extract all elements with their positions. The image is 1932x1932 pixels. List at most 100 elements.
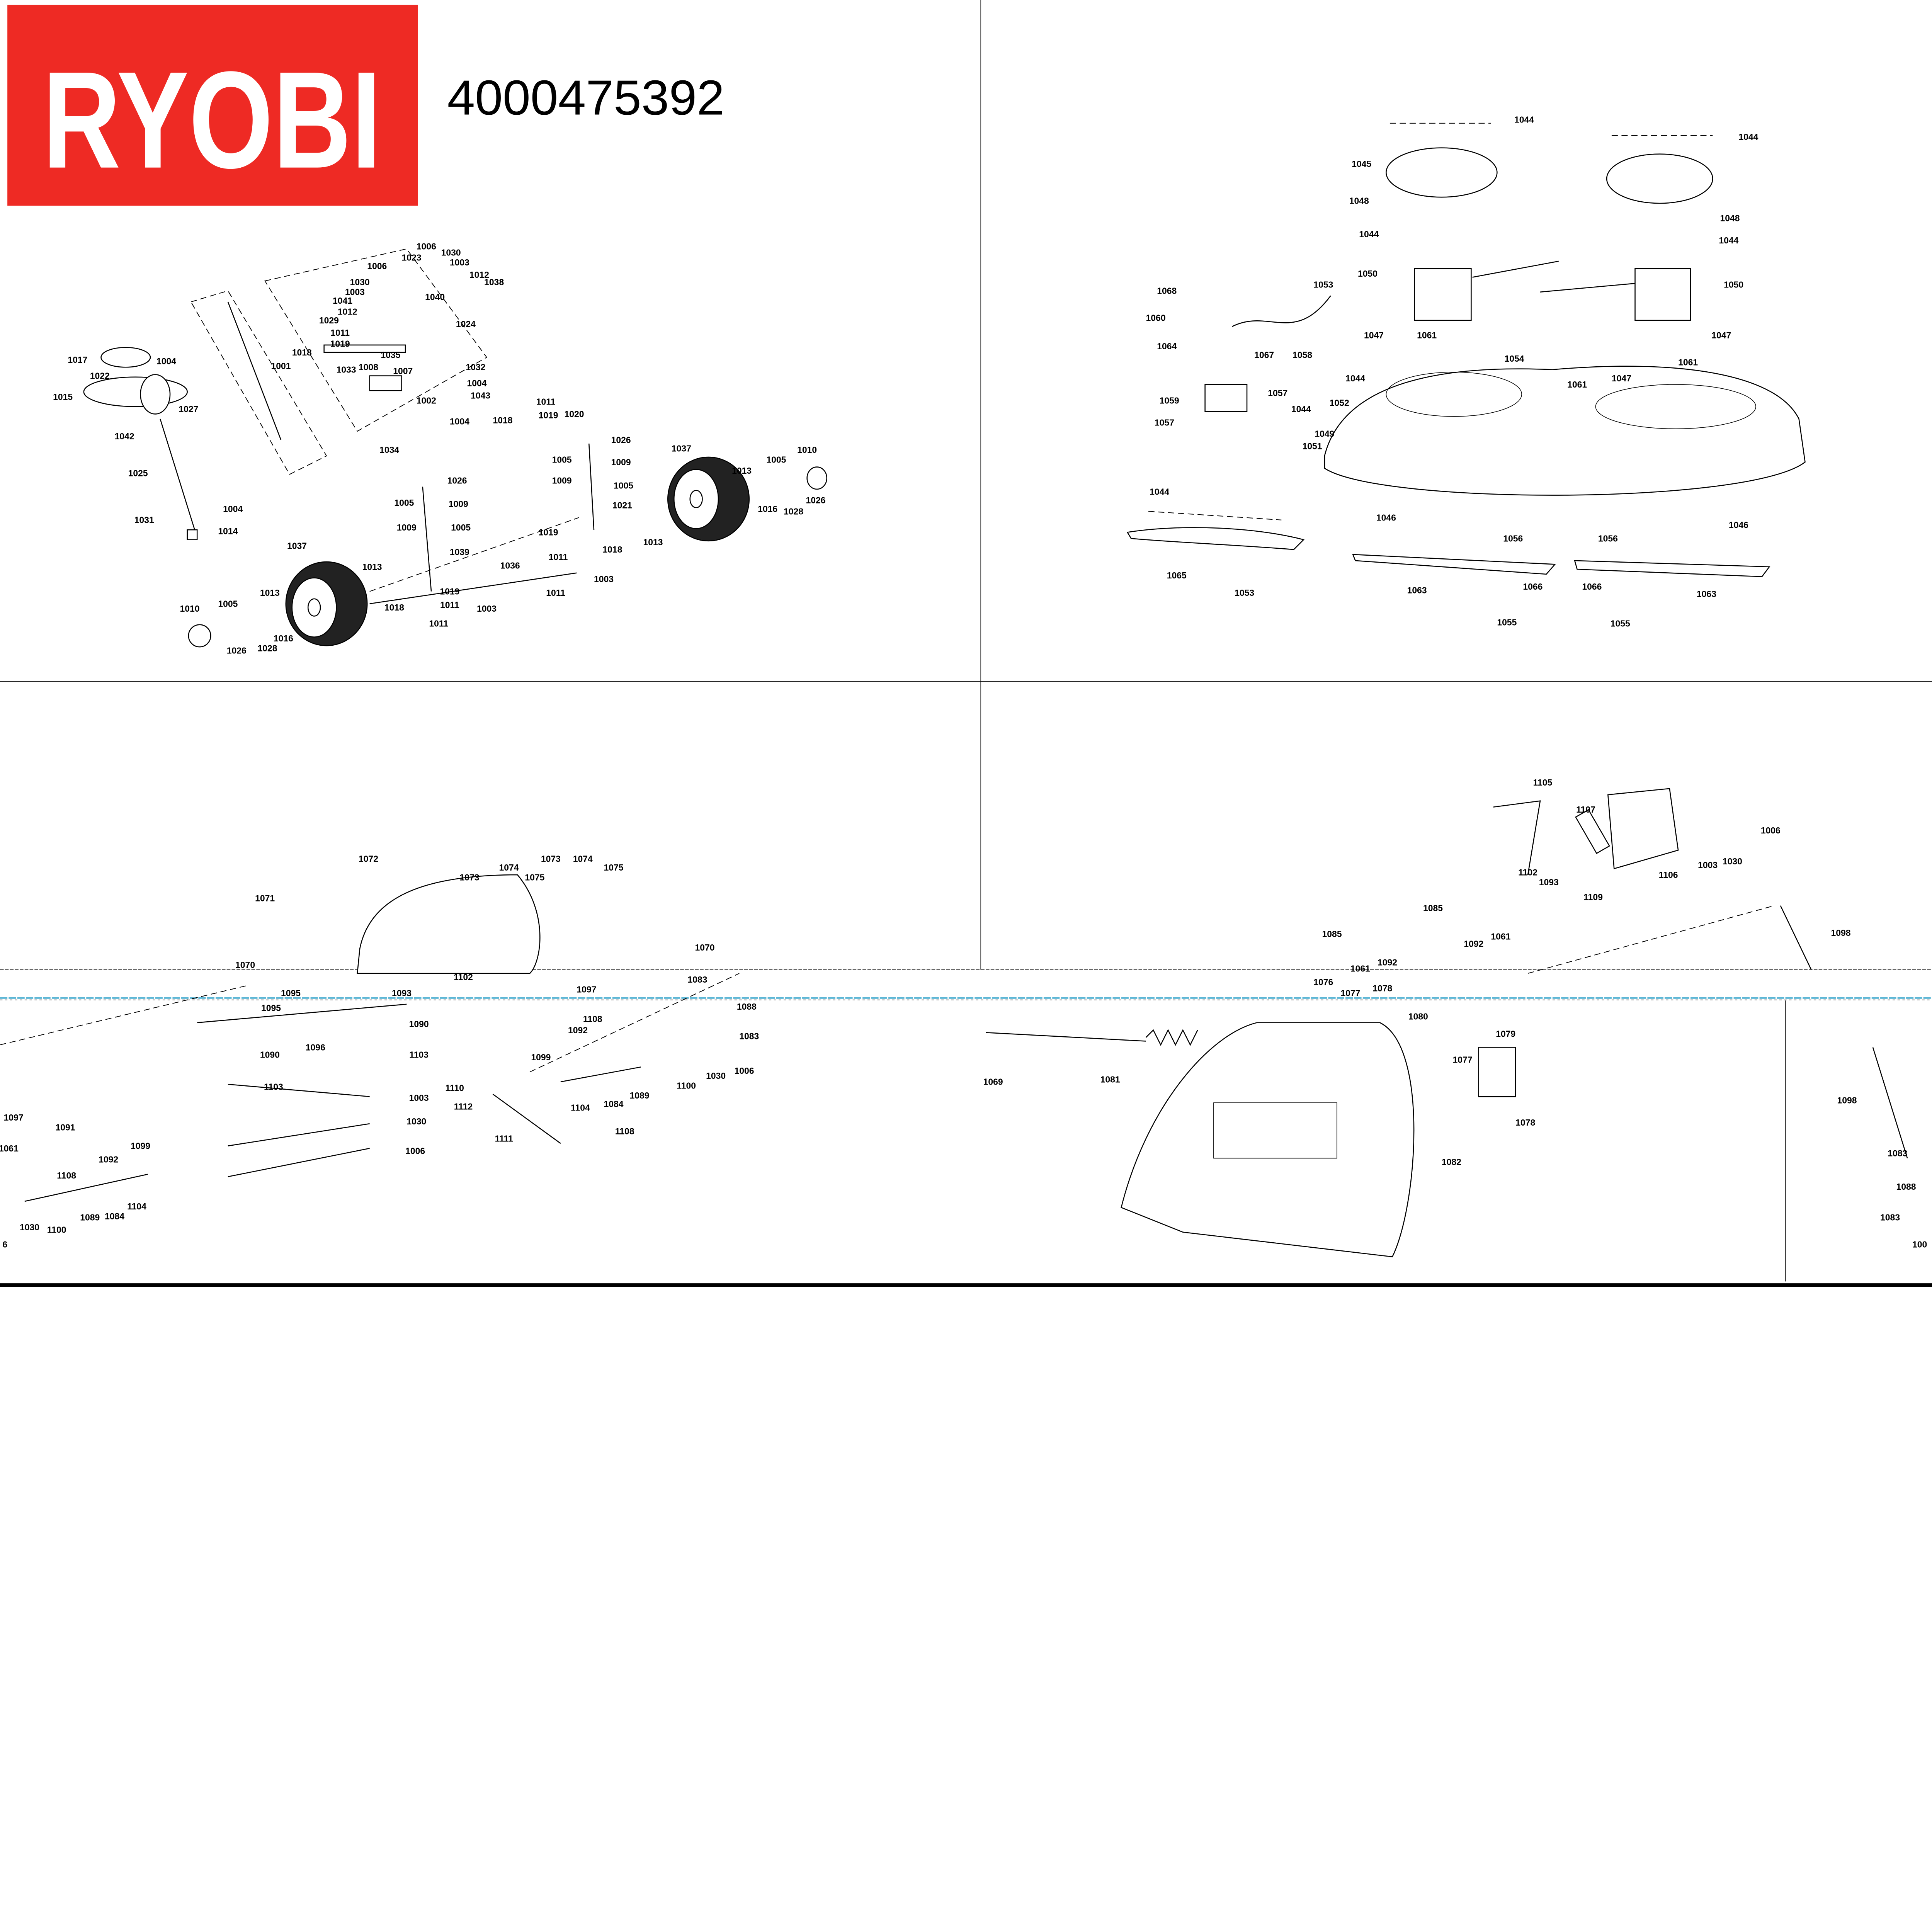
part-callout-1038: 1038: [484, 277, 504, 287]
part-callout-1106: 1106: [1659, 870, 1678, 880]
part-callout-1011: 1011: [440, 600, 459, 610]
part-callout-1018: 1018: [602, 544, 622, 554]
part-callout-1044: 1044: [1738, 132, 1758, 142]
deck-lift-drawing: [0, 874, 740, 1202]
part-callout-6: 6: [2, 1240, 7, 1250]
part-callout-1003: 1003: [477, 604, 497, 614]
part-callout-1008: 1008: [359, 362, 378, 372]
part-callout-1009: 1009: [449, 499, 468, 509]
part-callout-1053: 1053: [1235, 588, 1254, 598]
part-callout-1026: 1026: [611, 435, 631, 445]
part-callout-1110: 1110: [445, 1083, 464, 1093]
part-callout-1003: 1003: [450, 257, 469, 267]
part-callout-1090: 1090: [260, 1050, 280, 1060]
part-callout-1065: 1065: [1167, 570, 1187, 580]
part-callout-1005: 1005: [614, 480, 633, 490]
part-callout-1023: 1023: [402, 252, 422, 262]
part-callout-1048: 1048: [1720, 213, 1740, 223]
part-callout-1019: 1019: [330, 339, 350, 349]
left-rear-wheel: [285, 561, 368, 646]
part-callout-1063: 1063: [1697, 589, 1716, 599]
part-callout-1007: 1007: [393, 366, 413, 376]
part-callout-1044: 1044: [1291, 404, 1311, 414]
part-callout-1103: 1103: [264, 1082, 283, 1092]
part-callout-1093: 1093: [1539, 877, 1559, 887]
part-callout-1037: 1037: [287, 541, 307, 551]
part-callout-1092: 1092: [568, 1025, 588, 1035]
part-callout-1046: 1046: [1729, 520, 1748, 530]
part-callout-1051: 1051: [1303, 441, 1322, 451]
part-callout-1108: 1108: [583, 1014, 602, 1024]
part-callout-1095: 1095: [281, 988, 301, 998]
part-callout-1063: 1063: [1407, 585, 1427, 595]
part-callout-1082: 1082: [1442, 1157, 1461, 1167]
part-callout-1093: 1093: [392, 988, 412, 998]
part-callout-1030: 1030: [350, 277, 370, 287]
part-callout-1003: 1003: [1698, 860, 1718, 870]
part-callout-1105: 1105: [1533, 777, 1552, 787]
part-callout-1061: 1061: [1678, 357, 1698, 367]
part-callout-1012: 1012: [469, 270, 489, 280]
part-callout-1054: 1054: [1504, 354, 1524, 364]
part-callout-1021: 1021: [612, 500, 632, 510]
part-callout-1013: 1013: [643, 537, 663, 547]
part-callout-1004: 1004: [467, 378, 487, 388]
part-callout-1006: 1006: [367, 261, 387, 271]
part-callout-1061: 1061: [1567, 379, 1587, 389]
part-callout-1010: 1010: [797, 445, 817, 455]
part-callout-1034: 1034: [379, 445, 399, 455]
part-number: 4000475392: [447, 71, 724, 126]
part-callout-1083: 1083: [739, 1031, 759, 1041]
part-callout-1001: 1001: [271, 361, 291, 371]
part-callout-1014: 1014: [218, 526, 238, 536]
part-callout-1057: 1057: [1155, 418, 1174, 428]
part-callout-1026: 1026: [447, 476, 467, 486]
part-callout-1078: 1078: [1515, 1117, 1535, 1128]
part-callout-1009: 1009: [611, 457, 631, 467]
part-callout-1060: 1060: [1146, 313, 1166, 323]
part-callout-1071: 1071: [255, 893, 275, 903]
part-callout-1059: 1059: [1160, 395, 1179, 405]
part-callout-1010: 1010: [180, 604, 200, 614]
part-callout-1043: 1043: [471, 391, 490, 401]
part-callout-1026: 1026: [806, 495, 825, 505]
part-callout-1050: 1050: [1724, 280, 1743, 290]
part-callout-1016: 1016: [274, 633, 293, 643]
part-callout-1076: 1076: [1313, 977, 1333, 987]
part-callout-1068: 1068: [1157, 286, 1177, 296]
part-callout-1033: 1033: [337, 365, 356, 375]
part-callout-1011: 1011: [330, 328, 350, 338]
part-callout-1046: 1046: [1376, 512, 1396, 522]
part-callout-1099: 1099: [131, 1141, 150, 1151]
part-callout-1084: 1084: [105, 1211, 124, 1221]
part-callout-1017: 1017: [68, 355, 87, 365]
steering-axle-drawing: [83, 248, 827, 648]
part-callout-1044: 1044: [1359, 229, 1379, 239]
part-callout-1003: 1003: [594, 574, 614, 584]
part-callout-1056: 1056: [1503, 533, 1523, 543]
part-callout-1019: 1019: [440, 587, 459, 597]
section-cutting-deck: 1044104410451048104810441044105010501053…: [1146, 114, 1759, 628]
part-callout-1085: 1085: [1423, 903, 1443, 913]
part-callout-1005: 1005: [451, 522, 471, 532]
part-callout-1006: 1006: [417, 242, 436, 252]
part-callout-1056: 1056: [1598, 533, 1618, 543]
part-callout-1030: 1030: [406, 1116, 426, 1126]
part-callout-1109: 1109: [1583, 892, 1603, 902]
part-callout-1099: 1099: [531, 1052, 551, 1062]
part-callout-1005: 1005: [766, 454, 786, 464]
part-callout-1077: 1077: [1340, 988, 1360, 998]
part-callout-1013: 1013: [732, 466, 752, 476]
part-callout-1075: 1075: [525, 872, 544, 882]
part-callout-1097: 1097: [4, 1112, 24, 1122]
part-callout-1024: 1024: [456, 319, 476, 329]
part-callout-1015: 1015: [53, 392, 73, 402]
part-callout-1102: 1102: [1518, 867, 1537, 878]
part-callout-1089: 1089: [629, 1090, 649, 1100]
part-callout-1032: 1032: [466, 362, 485, 372]
part-callout-1049: 1049: [1315, 429, 1334, 439]
part-callout-1084: 1084: [604, 1099, 623, 1109]
part-callout-1061: 1061: [1417, 330, 1437, 340]
part-callout-1079: 1079: [1496, 1029, 1515, 1039]
part-callout-1083: 1083: [1880, 1212, 1900, 1222]
